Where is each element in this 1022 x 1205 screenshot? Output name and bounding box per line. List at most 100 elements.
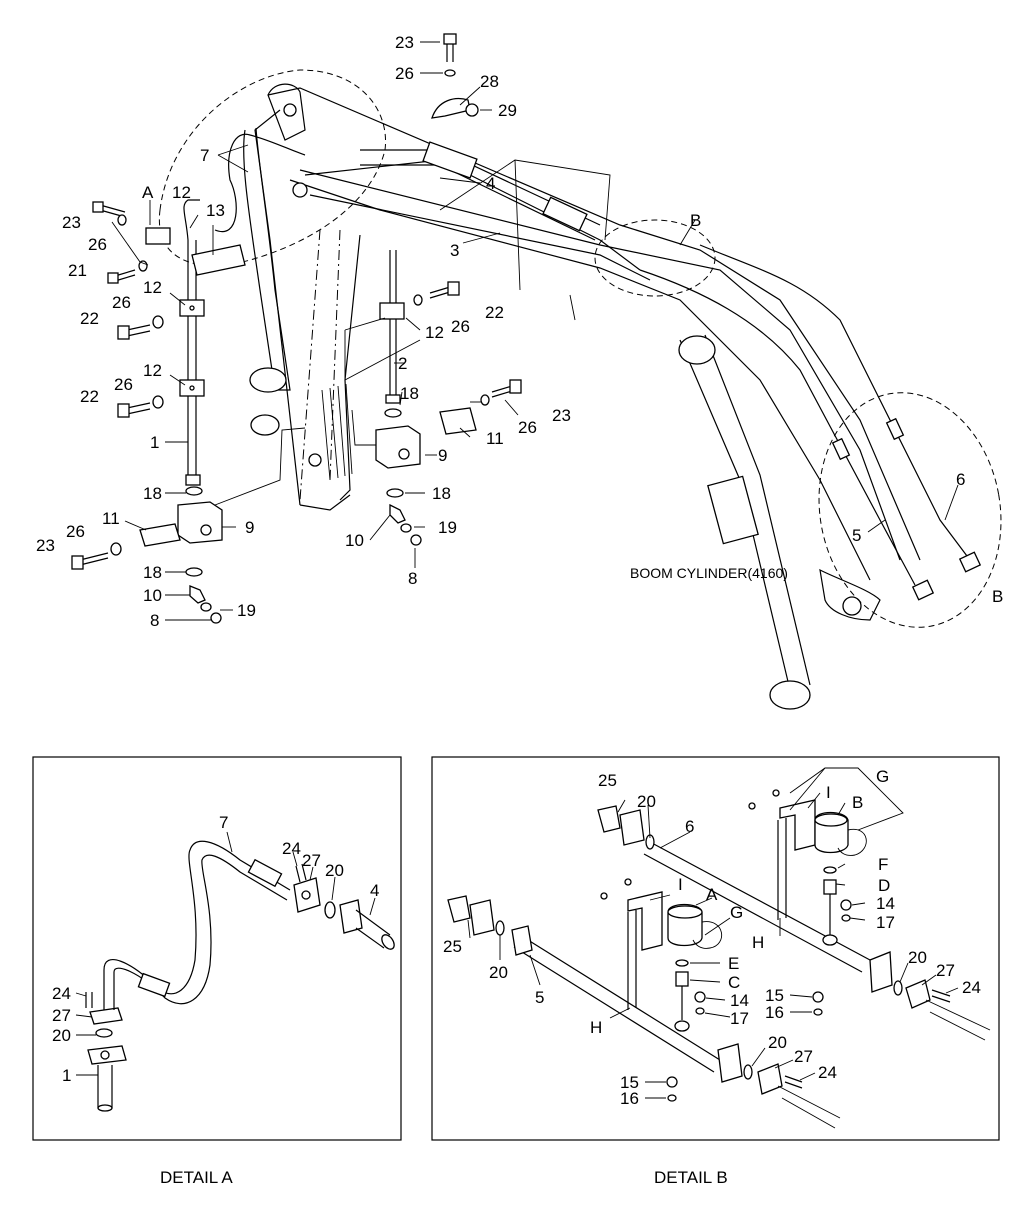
detail-b-part-14-lower — [694, 991, 706, 1003]
detail-b-callout-16-upper: 16 — [765, 1003, 784, 1022]
detail-b-part-C — [675, 971, 689, 987]
bolt-22-a — [117, 324, 151, 340]
detail-b-fitting-25-upper — [597, 805, 621, 833]
detail-b-callout-G-lower: G — [730, 903, 743, 922]
callout-4: 4 — [486, 174, 495, 193]
detail-a-hose-ferrule-upper — [247, 858, 283, 888]
detail-b-fitting-25-lower — [447, 895, 471, 923]
detail-b-callout-A: A — [706, 885, 718, 904]
detail-b-sensor-tube-lower — [627, 910, 637, 1010]
callout-9-left: 9 — [245, 518, 254, 537]
detail-a-callout-24-upper: 24 — [282, 839, 301, 858]
center-pipe-assembly — [344, 250, 522, 546]
pipe-2-tube — [389, 250, 397, 395]
detail-b-pipe-5 — [513, 934, 721, 1073]
boom-cylinder-gland — [707, 475, 759, 545]
block-9-center — [375, 425, 421, 469]
detail-b-callout-17-lower: 17 — [730, 1009, 749, 1028]
elbow-10-center — [389, 503, 406, 524]
boom-cylinder-rod-eye — [769, 680, 811, 710]
detail-a-split-flange-27-lower — [89, 1007, 123, 1025]
bolt-23-top-shank — [446, 44, 454, 62]
boom-foot-pin — [842, 596, 862, 616]
detail-b-caption: DETAIL B — [654, 1168, 728, 1187]
arm-cylinder-rod-end — [249, 367, 287, 393]
detail-b-screw-lower-1 — [600, 892, 608, 900]
detail-b-split-flange-27-upper — [905, 979, 931, 1009]
detail-b-flange-5-right — [717, 1043, 743, 1083]
detail-b-screw-upper-2 — [772, 789, 780, 797]
callout-12-center: 12 — [425, 323, 444, 342]
detail-a-callout-20-lower: 20 — [52, 1026, 71, 1045]
detail-b-bolt-24-upper — [931, 989, 951, 1003]
detail-b-callout-E: E — [728, 954, 739, 973]
o-ring-18-c — [384, 408, 402, 418]
callout-23-center: 23 — [552, 406, 571, 425]
detail-a-dashed-circle — [158, 69, 387, 267]
detail-a-leaders — [75, 831, 376, 1076]
detail-b-leaders — [467, 767, 959, 1099]
detail-b-callout-20-upper-right: 20 — [908, 948, 927, 967]
detail-b-part-D — [823, 879, 837, 895]
callout-8-left: 8 — [150, 611, 159, 630]
callout-26-e: 26 — [66, 522, 85, 541]
bolt-23-left — [92, 201, 126, 218]
left-pipe-assembly — [71, 133, 306, 624]
detail-b-panel: 25 20 6 G I B F D 14 17 H 25 20 I A G 5 … — [431, 756, 1000, 1187]
detail-b-part-16-upper — [813, 1008, 823, 1016]
detail-a-hose-7-inner — [113, 854, 288, 1010]
callout-7: 7 — [200, 146, 209, 165]
bolt-23-lower-left — [71, 552, 109, 570]
elbow-10-left — [189, 585, 206, 604]
boom-cylinder-note: BOOM CYLINDER(4160) — [630, 565, 788, 581]
boom-head — [267, 83, 306, 141]
detail-a-o-ring-20-upper — [324, 901, 336, 919]
detail-b-dashed-ellipse-lower — [818, 392, 1002, 628]
callout-26-lower: 26 — [114, 375, 133, 394]
callout-1: 1 — [150, 433, 159, 452]
detail-b-part-15-upper — [812, 991, 824, 1003]
detail-a-callout-7: 7 — [219, 813, 228, 832]
boom-head-pin — [283, 103, 297, 117]
detail-b-callout-24-lower: 24 — [818, 1063, 837, 1082]
detail-a-pipe-4 — [355, 909, 391, 949]
o-ring-18-d — [386, 488, 404, 498]
leader-3-4 — [439, 159, 611, 321]
detail-b-boss-upper — [822, 934, 838, 946]
detail-a-bolt-24-upper — [295, 863, 307, 883]
callout-26-left: 26 — [88, 235, 107, 254]
detail-b-callout-C: C — [728, 973, 740, 992]
detail-b-callout-15-lower: 15 — [620, 1073, 639, 1092]
detail-b-o-ring-20-lower-right — [743, 1064, 753, 1080]
washer-26-d — [152, 395, 164, 409]
callout-23-left: 23 — [62, 213, 81, 232]
hose-5-route — [639, 269, 916, 586]
detail-b-boss-lower — [674, 1020, 690, 1032]
pipe-1-bend — [183, 199, 200, 241]
callout-12-upper: 12 — [143, 278, 162, 297]
detail-b-o-ring-20-lower-left — [495, 920, 505, 936]
callout-26-center: 26 — [451, 317, 470, 336]
boom-cylinder-barrel-mid — [542, 196, 588, 232]
washer-26-top — [444, 69, 456, 77]
detail-b-part-17-lower — [695, 1007, 705, 1015]
pipe-1-fitting — [185, 474, 201, 486]
callout-18-d: 18 — [432, 484, 451, 503]
arm-bottom — [299, 494, 351, 511]
bolt-22-center — [429, 281, 460, 299]
leader-block-9-center — [351, 409, 376, 446]
detail-b-flange-25-lower — [469, 899, 495, 936]
detail-b-screw-upper-1 — [748, 802, 756, 810]
boom-top-hydraulic-cyl — [360, 149, 601, 241]
callout-3: 3 — [450, 241, 459, 260]
pipe-1-tube — [187, 240, 197, 480]
washer-26-g — [413, 294, 423, 306]
detail-b-callout-G-upper: G — [876, 767, 889, 786]
detail-b-callout-14-lower: 14 — [730, 991, 749, 1010]
centerline-arm — [299, 229, 341, 501]
bushing-29 — [465, 103, 479, 117]
detail-b-flange-25-upper — [619, 809, 645, 846]
hose-7-route — [214, 133, 306, 233]
detail-b-callout-27-lower: 27 — [794, 1047, 813, 1066]
